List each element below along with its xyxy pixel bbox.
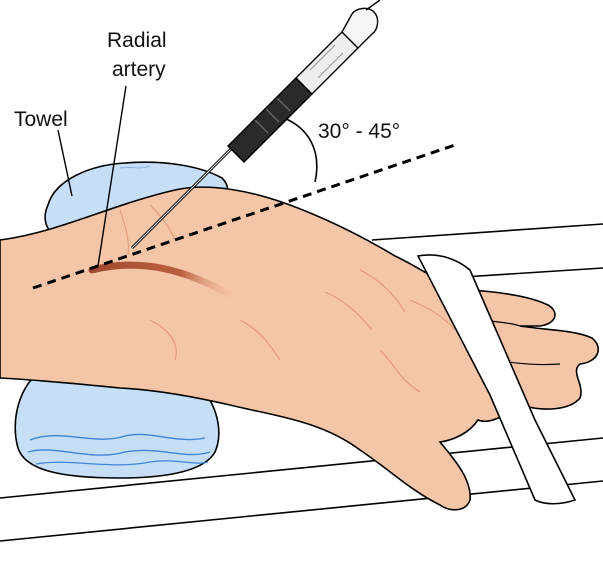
towel-label: Towel [14, 108, 68, 131]
radial-artery-leader-line [97, 85, 127, 267]
radial-artery-label-line2: artery [112, 58, 166, 81]
radial-artery [88, 261, 244, 304]
armboard-lines [0, 223, 603, 542]
hand-strap [416, 254, 577, 505]
angle-label: 30° - 45° [318, 120, 400, 143]
syringe-needle-icon [130, 0, 381, 250]
towel-leader-line [57, 129, 73, 197]
radial-artery-label-line1: Radial [107, 29, 167, 52]
angle-arc [283, 117, 318, 183]
